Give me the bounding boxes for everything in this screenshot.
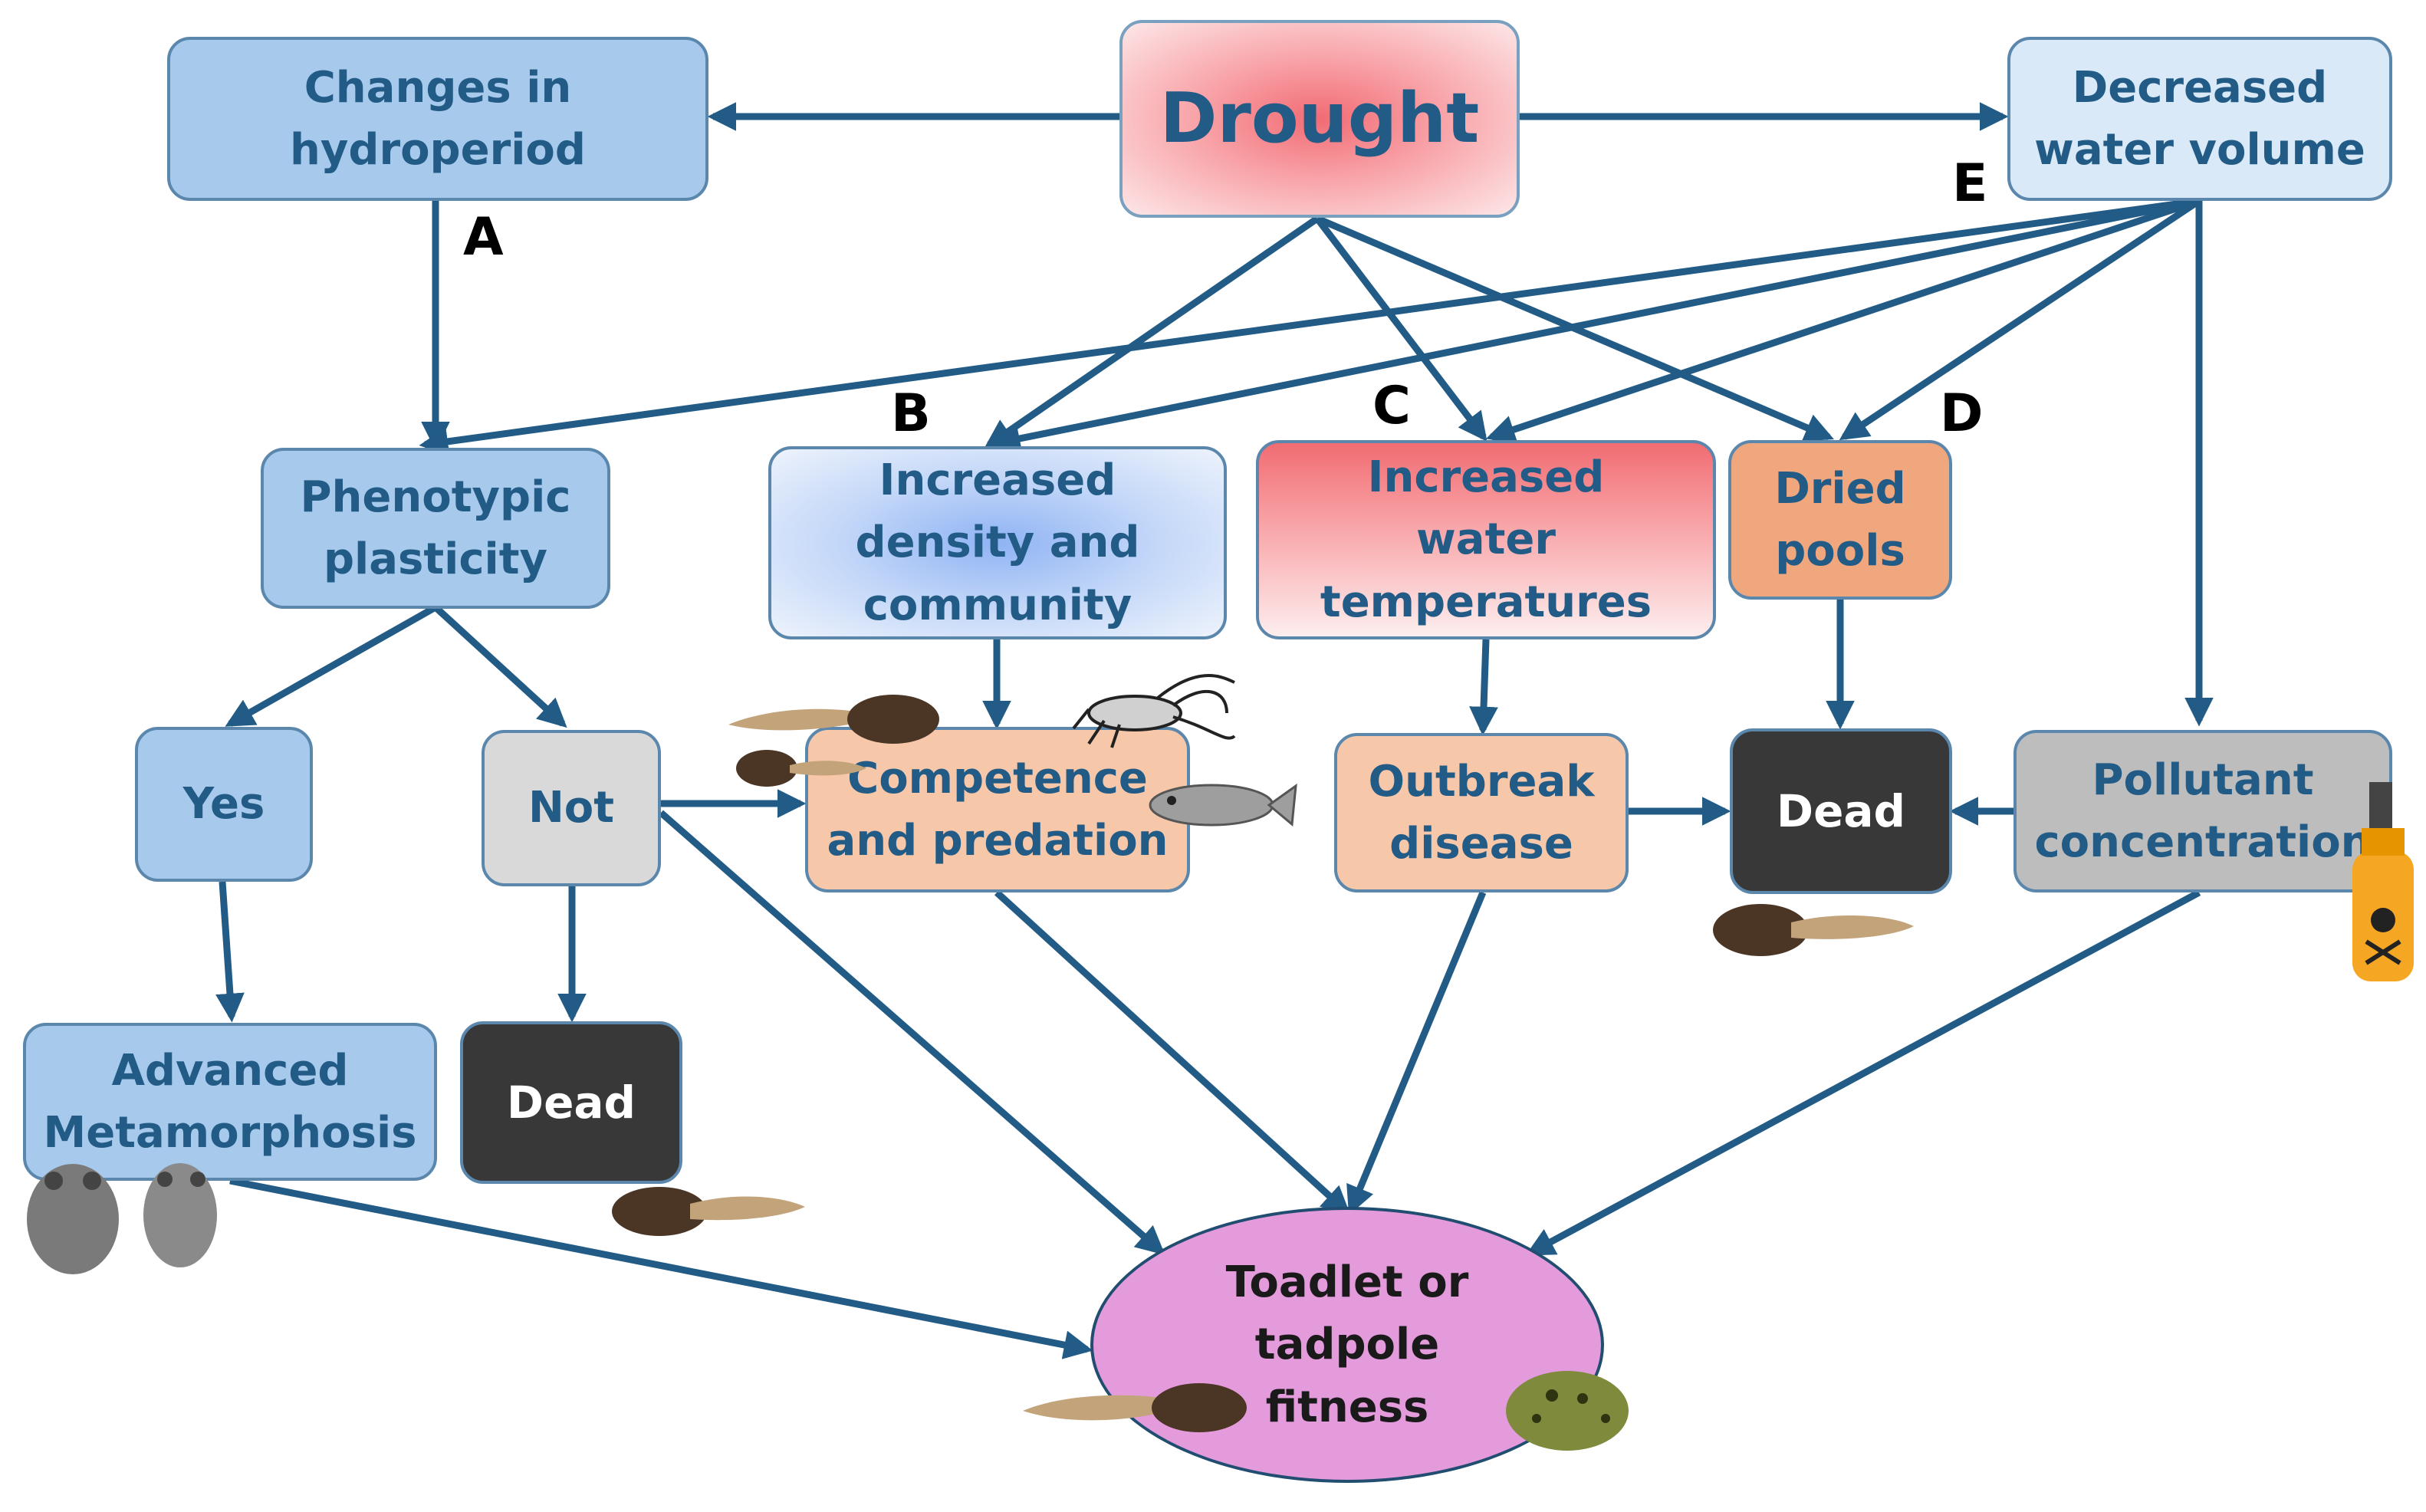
- hydroperiod-label: Changes in hydroperiod: [290, 62, 586, 175]
- fish-icon: [1149, 783, 1297, 827]
- outbreak-node: Outbreak disease: [1334, 733, 1629, 892]
- toadlet-icon: [143, 1163, 217, 1267]
- yes-label: Yes: [182, 779, 265, 830]
- arrow-watervolume-plasticity: [419, 197, 2200, 456]
- fitness-node: Toadlet or tadpole fitness: [1090, 1207, 1604, 1483]
- crayfish-icon: [1072, 674, 1236, 748]
- plasticity-node: Phenotypic plasticity: [261, 448, 610, 609]
- drought-node: Drought: [1119, 20, 1520, 218]
- temperature-label: Increased water temperatures: [1320, 452, 1652, 627]
- arrow-not-fitness: [659, 810, 1165, 1255]
- tadpole-icon: [736, 750, 866, 787]
- water-volume-node: Decreased water volume: [2007, 37, 2392, 201]
- tag-e: E: [1952, 153, 1988, 214]
- competence-label: Competence and predation: [827, 753, 1169, 866]
- arrow-watervolume-driedpools: [1839, 198, 2201, 441]
- not-label: Not: [528, 783, 615, 833]
- arrow-metamorphosis-fitness: [229, 1177, 1093, 1359]
- pollutant-node: Pollutant concentration: [2013, 730, 2392, 892]
- water-volume-label: Decreased water volume: [2034, 62, 2365, 175]
- tag-a: A: [463, 207, 504, 268]
- arrow-plasticity-yes: [225, 604, 438, 727]
- metamorphosis-node: Advanced Metamorphosis: [23, 1023, 437, 1181]
- temperature-node: Increased water temperatures: [1256, 440, 1716, 639]
- arrow-drought-temperature: [1314, 216, 1487, 442]
- arrow-yes-metamorphosis: [215, 881, 245, 1023]
- arrow-pollutant-fitness: [1525, 889, 2201, 1256]
- toadlet-icon: [27, 1164, 119, 1274]
- dried-pools-label: Dried pools: [1774, 463, 1906, 576]
- tadpole-icon: [1023, 1383, 1247, 1432]
- pollutant-label: Pollutant concentration: [2034, 754, 2372, 867]
- density-node: Increased density and community: [768, 446, 1227, 639]
- competence-node: Competence and predation: [805, 727, 1190, 892]
- tag-d: D: [1940, 383, 1984, 444]
- arrow-competence-fitness: [994, 889, 1351, 1216]
- tag-b: B: [891, 383, 931, 444]
- arrow-watervolume-density: [991, 197, 2200, 453]
- dead-center-label: Dead: [1776, 784, 1906, 837]
- metamorphosis-label: Advanced Metamorphosis: [43, 1045, 417, 1158]
- plasticity-label: Phenotypic plasticity: [300, 472, 571, 584]
- dead-center-node: Dead: [1730, 728, 1952, 894]
- hydroperiod-node: Changes in hydroperiod: [167, 37, 708, 201]
- toad-icon: [1506, 1371, 1629, 1451]
- fitness-label: Toadlet or tadpole fitness: [1225, 1257, 1469, 1432]
- tadpole-icon: [1713, 904, 1914, 956]
- arrow-temperature-outbreak: [1469, 639, 1498, 736]
- arrow-outbreak-fitness: [1346, 891, 1487, 1215]
- tadpole-icon: [612, 1187, 805, 1236]
- dead-left-label: Dead: [506, 1076, 636, 1129]
- arrow-drought-density: [984, 215, 1320, 449]
- tadpole-icon: [728, 695, 939, 744]
- dead-left-node: Dead: [460, 1021, 682, 1184]
- tag-c: C: [1372, 376, 1411, 436]
- poison-bottle-icon: [2352, 782, 2414, 981]
- dried-pools-node: Dried pools: [1728, 440, 1952, 600]
- outbreak-label: Outbreak disease: [1368, 756, 1595, 869]
- density-label: Increased density and community: [855, 455, 1140, 630]
- drought-label: Drought: [1159, 77, 1480, 159]
- yes-node: Yes: [135, 727, 313, 882]
- arrow-watervolume-temperature: [1485, 197, 2201, 444]
- arrow-plasticity-not: [432, 604, 567, 728]
- not-node: Not: [482, 730, 661, 886]
